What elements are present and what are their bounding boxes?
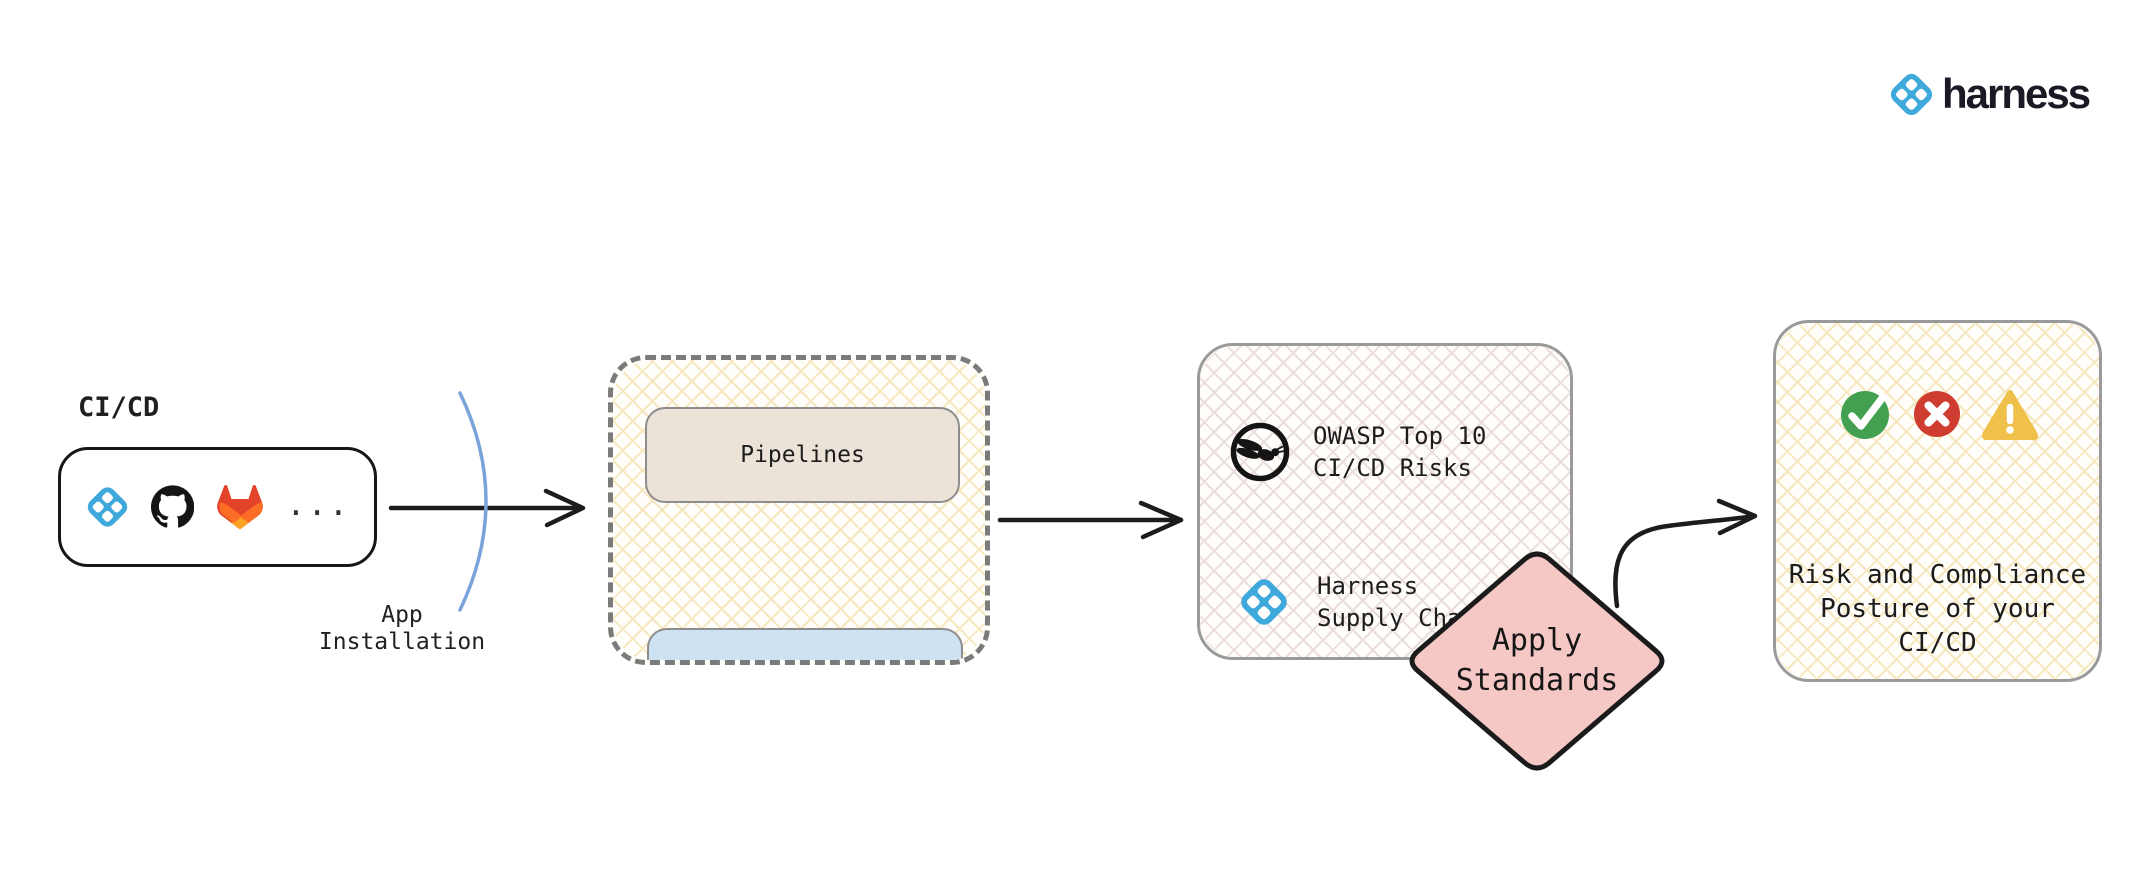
gitlab-icon: [217, 485, 264, 530]
owasp-row: OWASP Top 10 CI/CD Risks: [1228, 420, 1570, 484]
diamond-shape: [1409, 551, 1665, 771]
cicd-source-label: CI/CD: [78, 392, 160, 423]
result-box: Risk and Compliance Posture of your CI/C…: [1773, 320, 2102, 682]
result-text: Risk and Compliance Posture of your CI/C…: [1788, 560, 2087, 658]
app-installation-arc: [458, 391, 488, 612]
harness-icon: [1890, 73, 1933, 115]
harness-icon: [1241, 579, 1287, 625]
harness-brand-logo: harness: [1888, 70, 2091, 118]
owasp-icon: [1230, 422, 1290, 482]
apply-standards-label: Apply Standards: [1455, 623, 1619, 698]
result-status-icons: [1776, 387, 2099, 441]
arrowhead: [1716, 498, 1758, 536]
arrowhead: [1138, 500, 1184, 540]
apply-standards-diamond: Apply Standards: [1401, 544, 1673, 778]
standards-box: OWASP Top 10 CI/CD Risks Harness Supply …: [1197, 343, 1573, 660]
check-icon: [1840, 391, 1889, 439]
configurations-box: Configurations: [647, 628, 963, 665]
pipelines-label: Pipelines: [740, 442, 865, 468]
app-config-box: Pipelines Configurations: [608, 355, 990, 665]
configurations-label: Configurations: [708, 664, 902, 665]
github-icon: [150, 485, 195, 528]
cicd-source-box: ...: [58, 447, 377, 567]
warning-icon: [1981, 390, 2038, 440]
harness-icon: [87, 487, 128, 527]
cross-icon: [1913, 391, 1960, 437]
arrowhead: [543, 488, 586, 528]
pipelines-box: Pipelines: [645, 407, 960, 503]
app-installation-label: App Installation: [318, 602, 486, 655]
brand-wordmark: harness: [1942, 70, 2091, 117]
owasp-label: OWASP Top 10 CI/CD Risks: [1313, 422, 1487, 482]
